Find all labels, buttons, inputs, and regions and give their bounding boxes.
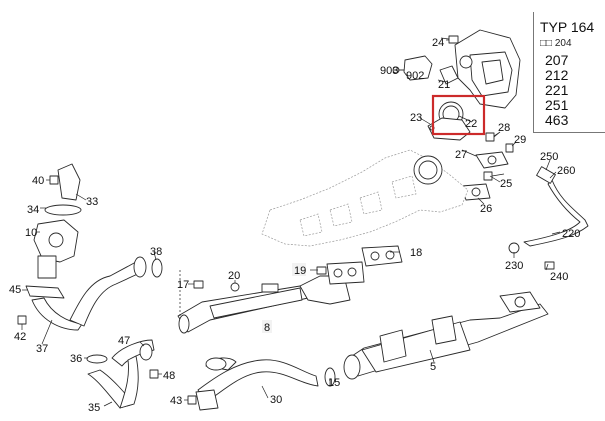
- callout-42: 42: [14, 331, 26, 343]
- gasket-34-part: [44, 204, 82, 216]
- gasket-27-part: [475, 151, 509, 169]
- callout-8: 8: [264, 322, 270, 334]
- turbocharger-part: [439, 29, 521, 109]
- callout-22: 22: [465, 118, 477, 130]
- bolt-48-part: [149, 369, 159, 379]
- typ-model-2: 212: [545, 67, 569, 83]
- callout-40: 40: [32, 175, 44, 187]
- callout-15: 15: [328, 377, 340, 389]
- bolt-24-part: [446, 35, 459, 44]
- bolt-17-part: [193, 280, 204, 289]
- callout-23: 23: [410, 112, 422, 124]
- pipe-37-part: [31, 256, 147, 331]
- callout-26: 26: [480, 203, 492, 215]
- typ-model-4: 251: [545, 97, 569, 113]
- seal-36-part: [86, 354, 108, 364]
- egr-cooler-8-part: [177, 275, 351, 334]
- model-type-list: TYP 164 □□ 204 207 212 221 251 463: [533, 12, 605, 133]
- clamp-230-part: [508, 242, 520, 254]
- callout-17: 17: [177, 279, 189, 291]
- callout-250: 250: [540, 151, 558, 163]
- callout-220: 220: [562, 228, 580, 240]
- callout-240: 240: [550, 271, 568, 283]
- callout-27: 27: [455, 149, 467, 161]
- callout-28: 28: [498, 122, 510, 134]
- callout-230: 230: [505, 260, 523, 272]
- callout-45: 45: [9, 284, 21, 296]
- callout-36: 36: [70, 353, 82, 365]
- callout-24: 24: [432, 37, 444, 49]
- bracket-23-part: [427, 117, 471, 141]
- pipe-35-part: [87, 339, 155, 409]
- typ-subtitle: □□ 204: [540, 38, 572, 49]
- gasket-26-part: [461, 183, 491, 201]
- callout-labels: 24 903 902 21 23 22 28 29 27 25 26 250 2…: [9, 37, 580, 414]
- typ-title: TYP 164: [540, 19, 595, 35]
- pipe-30-part: [195, 357, 319, 411]
- callout-8-bg: [262, 320, 272, 333]
- callout-37: 37: [36, 343, 48, 355]
- highlight-box: [431, 94, 486, 136]
- stud-25-part: [483, 171, 505, 181]
- bolt-43-part: [187, 395, 197, 405]
- callout-19-bg: [292, 263, 306, 276]
- leader-lines: [21, 37, 561, 407]
- callout-30: 30: [270, 394, 282, 406]
- callout-34: 34: [27, 204, 39, 216]
- callout-18: 18: [410, 247, 422, 259]
- callout-33: 33: [86, 196, 98, 208]
- callout-10: 10: [25, 227, 37, 239]
- callout-29: 29: [514, 134, 526, 146]
- bolt-40-part: [49, 175, 59, 185]
- bracket-33-part: [57, 163, 81, 201]
- clamp-47-part: [139, 343, 153, 361]
- callout-5: 5: [430, 361, 436, 373]
- vacuum-pipe-220-part: [523, 179, 589, 247]
- exhaust-manifold-part: [261, 149, 469, 247]
- callout-47: 47: [118, 335, 130, 347]
- bolt-19-part: [316, 266, 327, 275]
- callout-903: 903: [380, 65, 398, 77]
- hose-250-part: [536, 166, 556, 184]
- gasket-18-part: [361, 245, 403, 267]
- nut-20-part: [230, 282, 240, 292]
- clamp-38-part: [151, 258, 163, 278]
- callout-43: 43: [170, 395, 182, 407]
- typ-model-5: 463: [545, 112, 569, 128]
- typ-model-1: 207: [545, 52, 569, 68]
- callout-25: 25: [500, 178, 512, 190]
- callout-48: 48: [163, 370, 175, 382]
- bolt-42-part: [17, 315, 27, 325]
- callout-21: 21: [438, 79, 450, 91]
- callout-38: 38: [150, 246, 162, 258]
- callout-902: 902: [406, 70, 424, 82]
- egr-valve-10-part: [33, 219, 79, 279]
- callout-20: 20: [228, 270, 240, 282]
- catalytic-converter-5-part: [343, 291, 549, 380]
- callout-35: 35: [88, 402, 100, 414]
- typ-model-3: 221: [545, 82, 569, 98]
- nut-29-part: [505, 143, 514, 153]
- callout-19: 19: [294, 265, 306, 277]
- bolt-240-part: [544, 261, 555, 270]
- bracket-45-part: [25, 285, 65, 299]
- gasket-flange-part: [326, 261, 365, 285]
- callout-260: 260: [557, 165, 575, 177]
